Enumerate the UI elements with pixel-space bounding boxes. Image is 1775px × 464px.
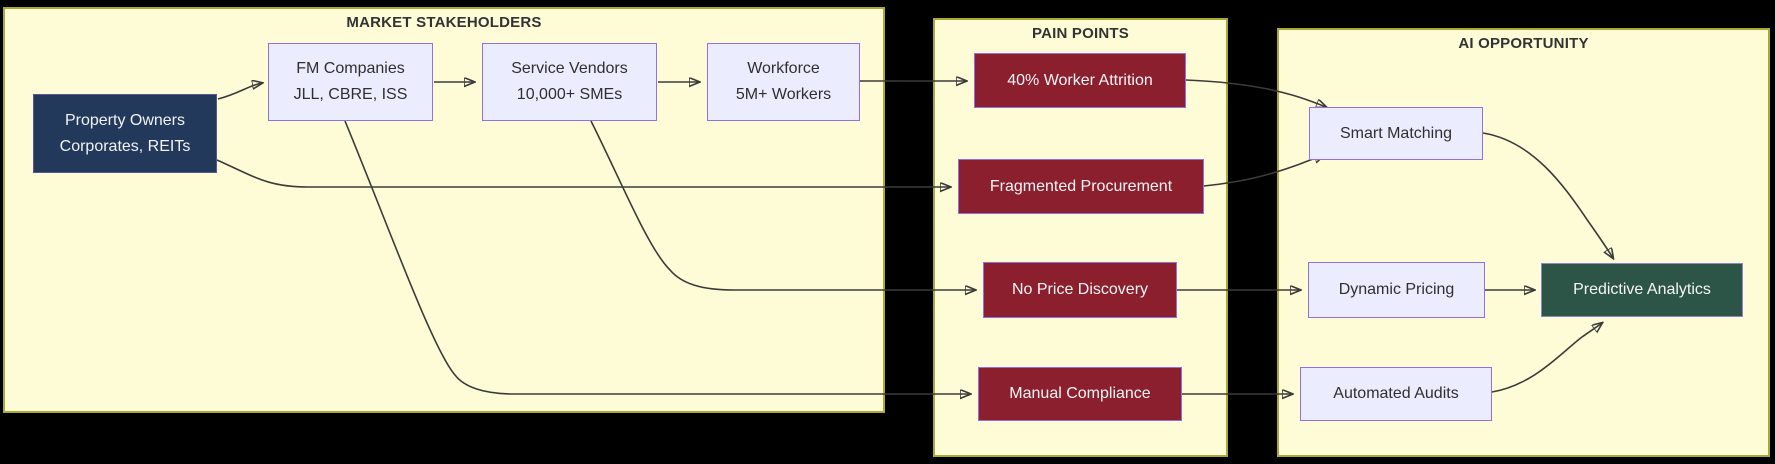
node-label: 40% Worker Attrition — [1007, 71, 1153, 89]
node-fragmented-procurement: Fragmented Procurement — [958, 159, 1204, 214]
node-label: Service Vendors — [511, 60, 628, 77]
cluster-title-ai-opportunity: AI OPPORTUNITY — [1458, 35, 1589, 52]
node-sublabel: 10,000+ SMEs — [516, 86, 623, 103]
node-label: Workforce — [747, 60, 820, 77]
node-sublabel: 5M+ Workers — [735, 86, 832, 103]
node-workforce: Workforce 5M+ Workers — [707, 43, 860, 121]
node-manual-compliance: Manual Compliance — [978, 367, 1182, 421]
edge-smart-matching-to-predictive-analytics — [1482, 132, 1613, 258]
node-label: Predictive Analytics — [1573, 281, 1711, 298]
edge-property-owners-to-fragmented-procurement — [216, 159, 950, 187]
node-service-vendors: Service Vendors 10,000+ SMEs — [482, 43, 657, 121]
node-label: FM Companies — [296, 60, 405, 77]
node-label: Fragmented Procurement — [989, 177, 1173, 195]
edge-fragmented-procurement-to-smart-matching — [1203, 155, 1324, 187]
node-automated-audits: Automated Audits — [1300, 367, 1492, 421]
node-no-price-discovery: No Price Discovery — [983, 262, 1177, 318]
node-dynamic-pricing: Dynamic Pricing — [1308, 262, 1485, 318]
edge-property-owners-to-fm-companies — [217, 83, 262, 100]
node-label: Manual Compliance — [1009, 385, 1151, 402]
edge-automated-audits-to-predictive-analytics — [1491, 323, 1602, 393]
edge-worker-attrition-to-smart-matching — [1185, 79, 1326, 107]
node-property-owners: Property Owners Corporates, REITs — [33, 94, 217, 173]
node-label: Smart Matching — [1339, 124, 1453, 142]
edge-fm-companies-to-manual-compliance — [344, 120, 970, 394]
node-predictive-analytics: Predictive Analytics — [1541, 263, 1743, 317]
node-label: Automated Audits — [1333, 385, 1459, 402]
node-label: No Price Discovery — [1011, 281, 1149, 298]
node-label: Dynamic Pricing — [1338, 281, 1455, 298]
node-worker-attrition: 40% Worker Attrition — [974, 53, 1186, 108]
node-smart-matching: Smart Matching — [1309, 107, 1483, 160]
cluster-title-market-stakeholders: MARKET STAKEHOLDERS — [346, 14, 542, 31]
node-sublabel: Corporates, REITs — [59, 137, 191, 155]
node-fm-companies: FM Companies JLL, CBRE, ISS — [268, 43, 433, 121]
edge-service-vendors-to-no-price-discovery — [590, 120, 975, 290]
node-sublabel: JLL, CBRE, ISS — [293, 86, 408, 103]
node-label: Property Owners — [64, 111, 186, 129]
cluster-title-pain-points: PAIN POINTS — [1032, 25, 1129, 42]
